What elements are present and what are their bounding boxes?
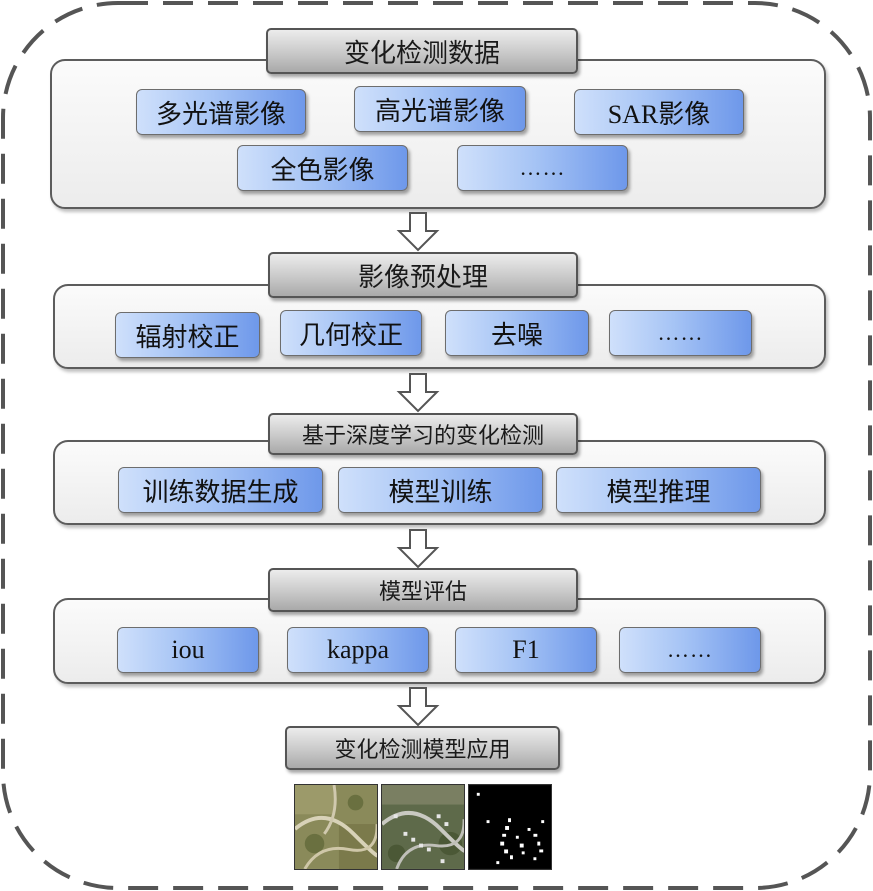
item-denoise: 去噪	[445, 310, 589, 356]
item-training-data-generation: 训练数据生成	[118, 467, 323, 513]
stage-title-application: 变化检测模型应用	[285, 726, 560, 770]
stage-title-evaluation: 模型评估	[268, 568, 578, 612]
item-model-training: 模型训练	[338, 467, 543, 513]
item-model-inference: 模型推理	[556, 467, 761, 513]
item-panchromatic: 全色影像	[237, 145, 408, 191]
item-geometric-correction: 几何校正	[280, 310, 422, 356]
down-arrow-icon	[396, 372, 440, 414]
stage-title-change-data: 变化检测数据	[266, 28, 578, 74]
stage-title-preprocessing: 影像预处理	[268, 252, 578, 298]
down-arrow-icon	[396, 528, 440, 570]
item-kappa: kappa	[287, 627, 429, 673]
item-more-preprocessing: ……	[609, 310, 752, 356]
down-arrow-icon	[396, 211, 440, 253]
item-sar: SAR影像	[574, 89, 744, 135]
item-iou: iou	[117, 627, 259, 673]
item-radiometric-correction: 辐射校正	[115, 312, 260, 358]
item-hyperspectral: 高光谱影像	[354, 86, 526, 132]
item-more-metrics: ……	[619, 627, 761, 673]
down-arrow-icon	[396, 686, 440, 728]
before-image-icon	[294, 784, 378, 870]
after-image-icon	[381, 784, 465, 870]
item-multispectral: 多光谱影像	[136, 89, 306, 135]
item-f1: F1	[455, 627, 597, 673]
item-more-data: ……	[457, 145, 628, 191]
stage-title-deep-learning: 基于深度学习的变化检测	[268, 413, 578, 455]
change-map-icon	[468, 784, 552, 870]
